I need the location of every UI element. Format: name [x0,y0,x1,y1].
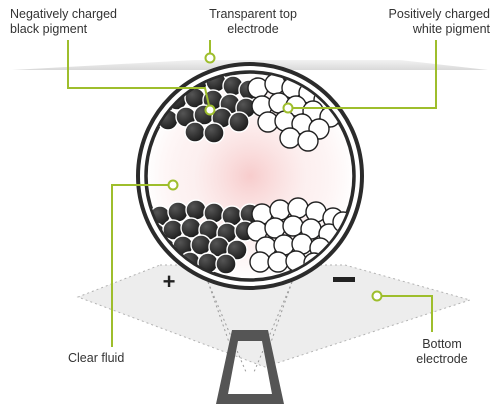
bottom-electrode-plane [76,264,472,368]
black-pigment-particle [167,201,189,223]
positive-pigment-label: Positively charged white pigment [388,7,490,36]
black-pigment-particle [184,121,206,143]
white-pigment-particle [282,215,304,237]
minus-sign [333,277,355,282]
black-pigment-particle [152,75,174,97]
negative-pigment-label: Negatively charged black pigment [10,7,118,36]
callout-dots [167,52,383,302]
projection-lines [207,281,293,373]
black-pigment-particle [190,234,212,256]
bottom-electrode-label: Bottom electrode [416,337,468,366]
pixel-frame [216,330,284,404]
white-pigment-particle [287,197,309,219]
callout-lines [67,40,437,347]
callout-top-dot [204,52,216,64]
callout-positive-dot [282,102,294,114]
callout-positive-line [292,40,437,109]
callout-fluid-line [111,184,173,347]
clear-fluid-label: Clear fluid [68,351,125,365]
callout-negative-line [67,40,211,111]
callout-fluid-dot [167,179,179,191]
white-pigment-particle [269,199,291,221]
white-pigment-particle [297,130,319,152]
black-pigment-particle [185,199,207,221]
plus-sign: + [163,269,176,294]
black-pigment-particle [226,239,248,261]
white-pigment-particle [267,251,289,273]
white-pigment-particle [249,251,271,273]
callout-bottom-dot [371,290,383,302]
black-pigment-particle [228,111,250,133]
black-pigment-particle [203,122,225,144]
white-pigment-particle [279,127,301,149]
top-electrode-label: Transparent top electrode [209,7,297,36]
black-pigment-particle [215,253,237,275]
callout-bottom-line [377,295,433,332]
callout-negative-dot [204,104,216,116]
